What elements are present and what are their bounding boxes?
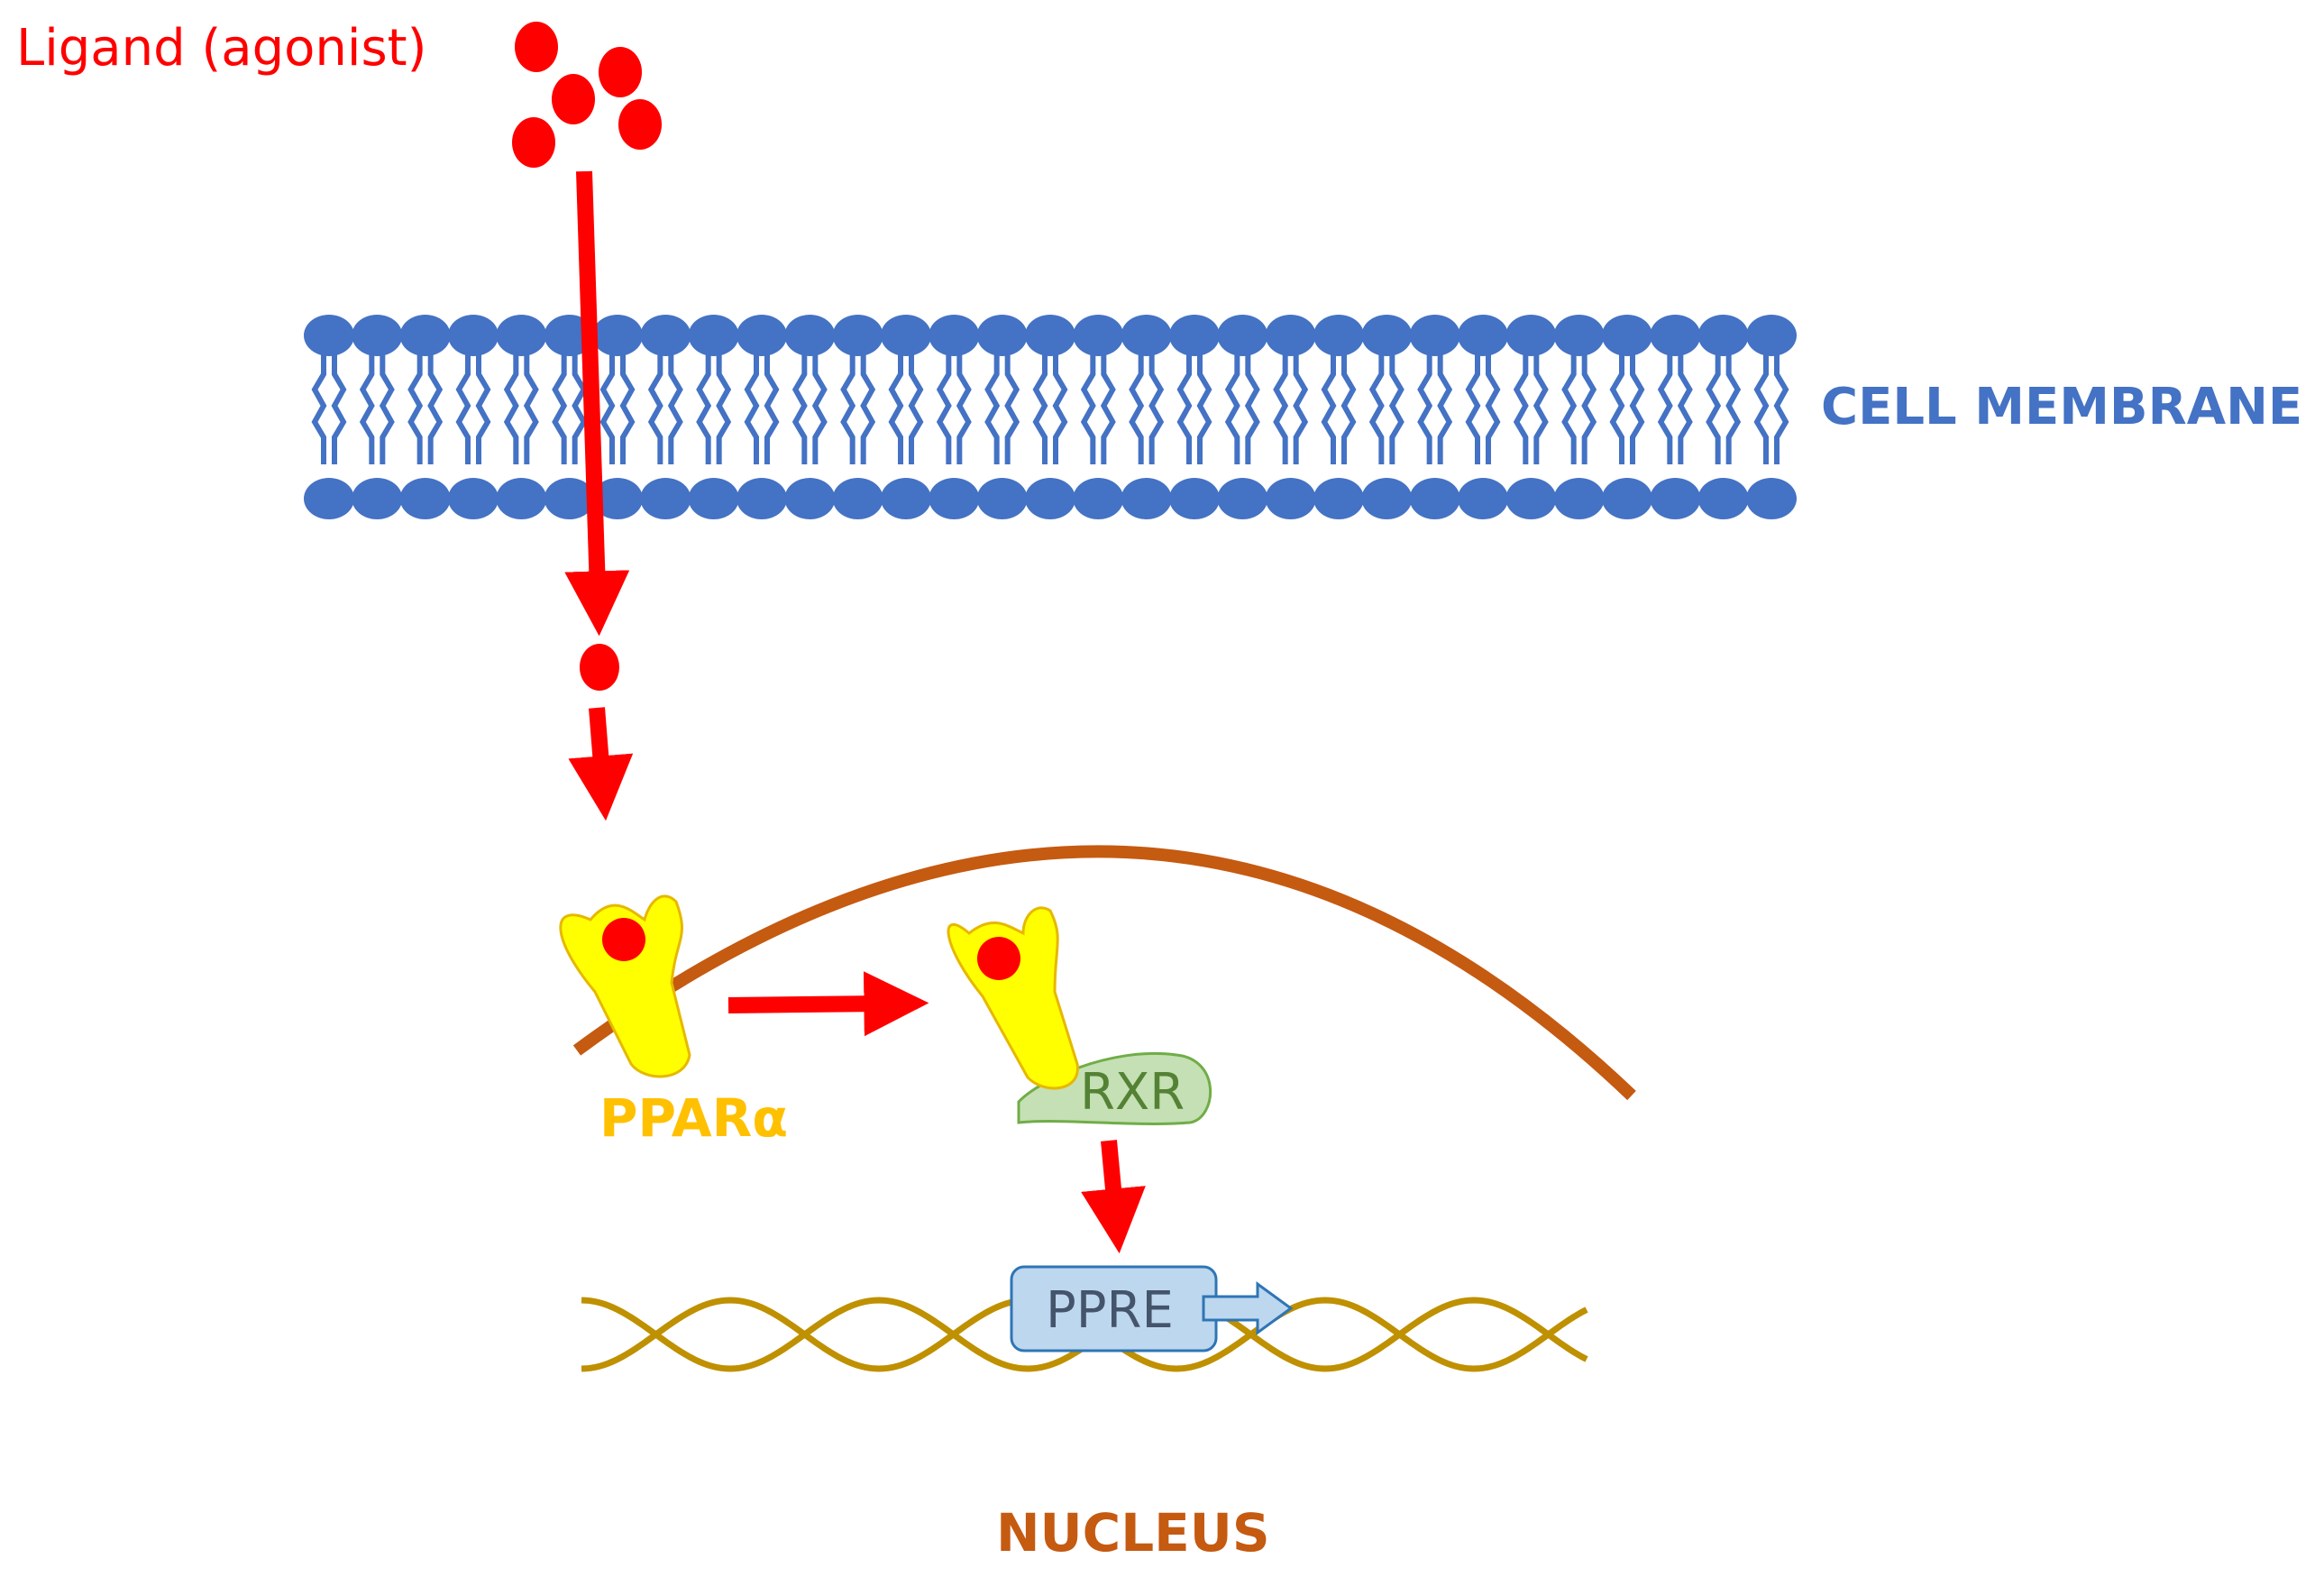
ppre-label: PPRE: [1046, 1281, 1174, 1340]
phospholipid: [1697, 315, 1749, 519]
phospholipid: [1409, 315, 1460, 519]
phospholipid: [1650, 315, 1701, 519]
phospholipid: [929, 315, 980, 519]
phospholipid: [1746, 315, 1797, 519]
bound-ligand: [602, 918, 645, 961]
phospholipid: [1602, 315, 1652, 519]
ppar-receptor-shape: [559, 894, 691, 1078]
phospholipid: [640, 315, 691, 519]
ppar-label: PPARα: [599, 1087, 788, 1149]
phospholipid: [1313, 315, 1364, 519]
phospholipid: [784, 315, 836, 519]
phospholipid: [1505, 315, 1557, 519]
rxr-protein: RXR: [1017, 1052, 1212, 1125]
ligand-molecule: [515, 22, 558, 72]
ligand-in-cytoplasm: [580, 644, 619, 691]
ligand-label: Ligand (agonist): [16, 19, 426, 78]
phospholipid: [448, 315, 499, 519]
ppar-receptor-shape: [947, 906, 1079, 1090]
bound-ligand: [977, 937, 1020, 980]
phospholipid: [976, 315, 1028, 519]
phospholipid: [1458, 315, 1508, 519]
arrow-to-ppre: [1081, 1140, 1146, 1254]
nucleus-label: NUCLEUS: [996, 1502, 1270, 1563]
phospholipid: [352, 315, 403, 519]
phospholipid: [881, 315, 931, 519]
rxr-label: RXR: [1080, 1063, 1185, 1122]
phospholipid: [1169, 315, 1220, 519]
phospholipid: [399, 315, 451, 519]
phospholipid: [1073, 315, 1124, 519]
phospholipid: [1217, 315, 1268, 519]
ligand-molecule: [599, 47, 642, 97]
phospholipid: [1553, 315, 1605, 519]
ligand-cluster: [512, 22, 662, 168]
ppar-receptor-bound: [559, 894, 691, 1078]
transcription-arrow: [1202, 1281, 1294, 1335]
phospholipid: [592, 315, 643, 519]
ppre-element: PPRE: [1010, 1265, 1294, 1352]
ligand-molecule: [618, 99, 662, 150]
cell-membrane-label: CELL MEMBRANE: [1821, 378, 2302, 436]
phospholipid: [832, 315, 883, 519]
arrow-to-heterodimer: [727, 971, 929, 1037]
arrow-to-receptor: [568, 707, 634, 821]
ligand-molecule: [552, 74, 595, 124]
phospholipid: [496, 315, 547, 519]
ligand-molecule: [512, 117, 555, 168]
cell-membrane-bilayer: [304, 315, 1797, 519]
phospholipid: [304, 315, 354, 519]
phospholipid: [1361, 315, 1413, 519]
ppar-in-heterodimer: [947, 906, 1079, 1090]
phospholipid: [688, 315, 739, 519]
arrow-through-membrane: [564, 170, 630, 637]
phospholipid: [1025, 315, 1075, 519]
phospholipid: [1265, 315, 1316, 519]
phospholipid: [1121, 315, 1172, 519]
nuclear-envelope: [572, 845, 1636, 1101]
phospholipid: [737, 315, 787, 519]
